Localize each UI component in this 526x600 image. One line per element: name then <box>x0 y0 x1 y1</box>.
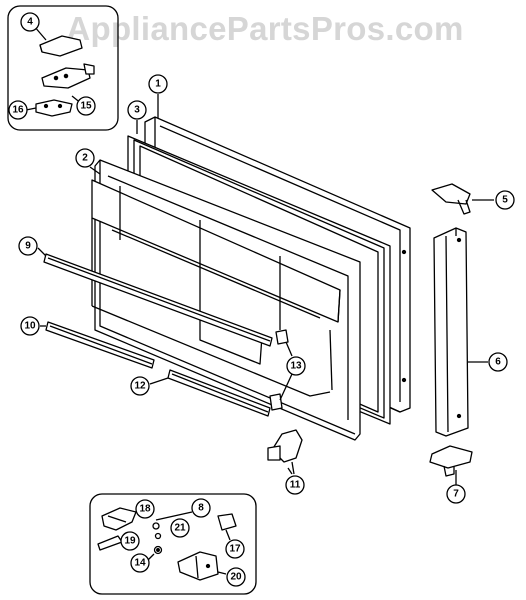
callout-20: 20 <box>226 567 246 587</box>
callout-16: 16 <box>8 100 28 120</box>
callout-18: 18 <box>135 499 155 519</box>
svg-text:5: 5 <box>502 195 508 206</box>
leader-lines <box>89 94 293 475</box>
callout-13: 13 <box>286 356 306 376</box>
svg-text:10: 10 <box>24 321 36 332</box>
inset-hinge-box <box>7 5 119 131</box>
svg-text:8: 8 <box>198 503 204 514</box>
svg-text:12: 12 <box>134 381 146 392</box>
callout-10: 10 <box>20 316 40 336</box>
callout-12: 12 <box>130 376 150 396</box>
callout-labels: 1 3 2 4 15 16 9 10 12 13 11 5 6 7 18 8 2… <box>8 12 515 587</box>
svg-text:16: 16 <box>12 105 24 116</box>
lower-shelf-rail <box>40 321 155 369</box>
callout-9: 9 <box>18 236 38 256</box>
callout-19: 19 <box>120 531 140 551</box>
svg-text:9: 9 <box>25 241 31 252</box>
watermark-text: AppliancePartsPros.com <box>66 10 464 47</box>
bottom-hinge-bracket <box>429 445 473 486</box>
top-hinge-bracket <box>431 183 494 215</box>
callout-7: 7 <box>446 484 466 504</box>
callout-5: 5 <box>495 190 515 210</box>
svg-text:11: 11 <box>290 480 301 491</box>
door-shelf-bar <box>37 247 273 347</box>
inset-handle-hardware-box <box>89 493 257 595</box>
svg-text:19: 19 <box>124 536 136 547</box>
callout-1: 1 <box>148 74 168 94</box>
callout-17: 17 <box>225 539 245 559</box>
callout-6: 6 <box>488 352 508 372</box>
svg-text:20: 20 <box>230 572 242 583</box>
svg-text:14: 14 <box>134 558 146 569</box>
callout-11: 11 <box>285 475 305 495</box>
svg-text:17: 17 <box>229 544 241 555</box>
callout-4: 4 <box>20 12 40 32</box>
svg-text:1: 1 <box>155 79 161 90</box>
svg-text:6: 6 <box>495 357 501 368</box>
svg-text:18: 18 <box>139 504 151 515</box>
door-handle-part <box>267 429 303 475</box>
svg-text:7: 7 <box>453 489 459 500</box>
callout-15: 15 <box>76 96 96 116</box>
callout-14: 14 <box>130 553 150 573</box>
svg-text:15: 15 <box>80 101 92 112</box>
shelf-rail-12 <box>149 369 271 417</box>
shelf-retainer-clips <box>269 329 293 411</box>
callout-8: 8 <box>191 498 211 518</box>
callout-3: 3 <box>127 100 147 120</box>
svg-text:3: 3 <box>134 105 140 116</box>
callout-21: 21 <box>170 518 190 538</box>
svg-text:4: 4 <box>27 17 33 28</box>
svg-text:2: 2 <box>82 153 88 164</box>
callout-2: 2 <box>75 148 95 168</box>
door-side-strip <box>433 227 488 437</box>
svg-text:13: 13 <box>290 361 302 372</box>
svg-text:21: 21 <box>174 523 186 534</box>
